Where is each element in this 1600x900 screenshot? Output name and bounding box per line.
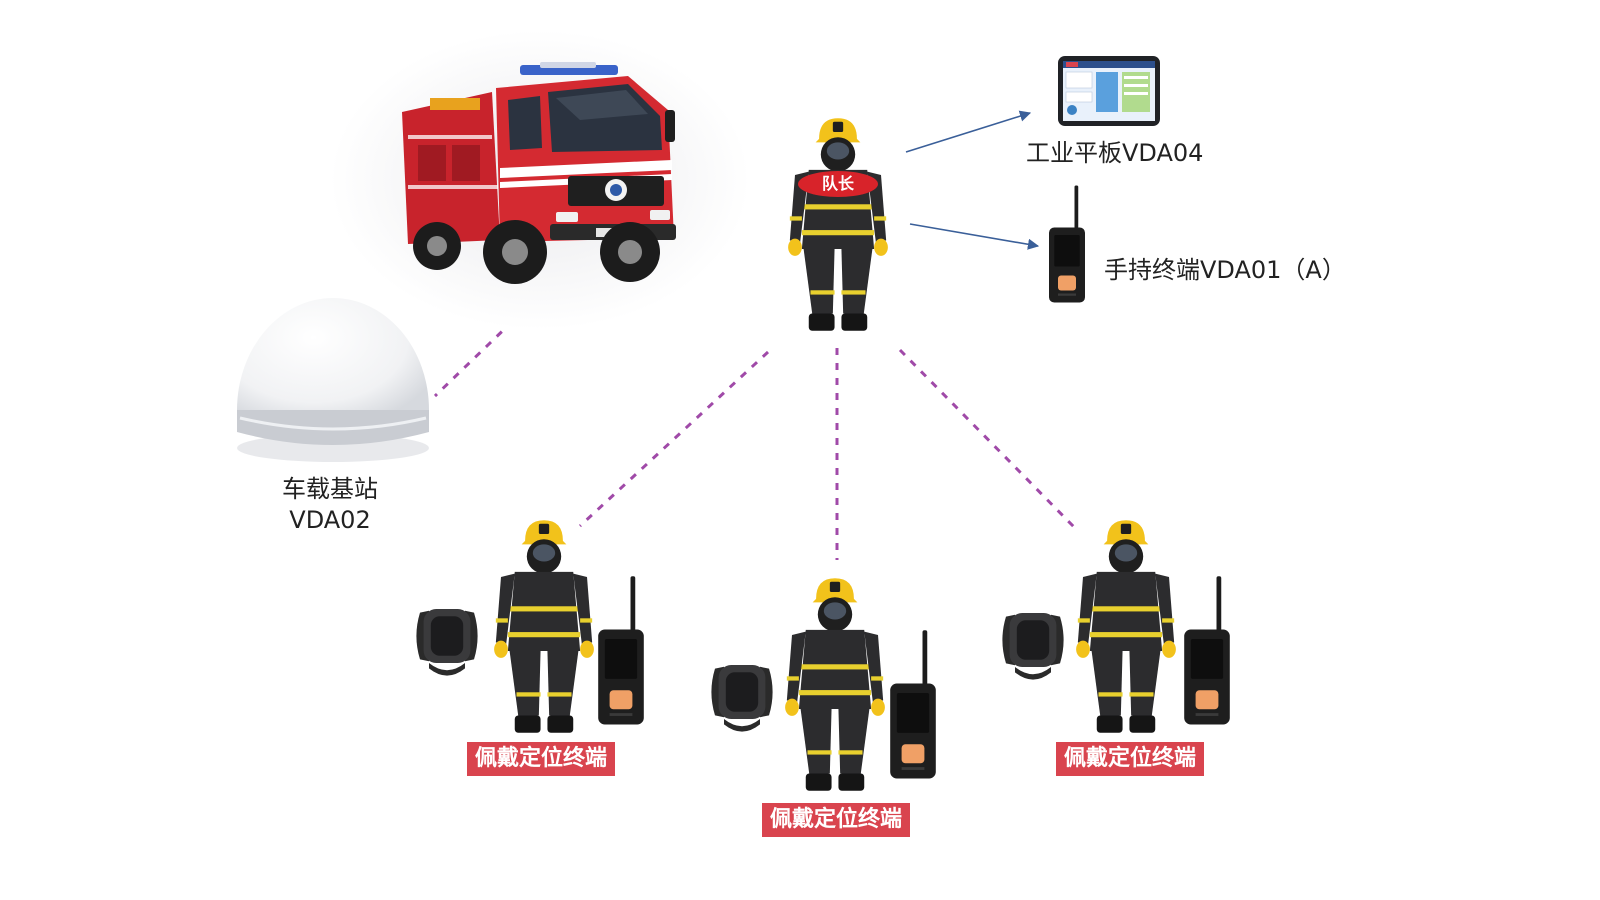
- worker-middle: [711, 578, 936, 791]
- firefighter-icon: [1076, 520, 1176, 733]
- worker-left: [416, 520, 644, 733]
- watch-icon: [416, 609, 478, 676]
- captain-firefighter: [788, 118, 888, 331]
- radio-terminal-icon: [1049, 185, 1085, 303]
- radio-terminal-icon: [1184, 576, 1230, 725]
- radio-terminal-icon: [598, 576, 644, 725]
- wearable-tag-middle: 佩戴定位终端: [762, 803, 911, 837]
- base-station-label: 车载基站 VDA02: [255, 474, 405, 536]
- radio-terminal-icon: [890, 630, 936, 779]
- handheld-label: 手持终端VDA01（A）: [1104, 256, 1346, 284]
- worker-right: [1002, 520, 1230, 733]
- fire-truck-icon: [330, 30, 750, 330]
- link-truck-base: [433, 288, 547, 398]
- connectors: [433, 110, 1077, 560]
- firefighter-icon: [494, 520, 594, 733]
- captain-armband: [798, 171, 878, 197]
- arrow-captain-handheld: [909, 223, 1040, 250]
- link-captain-worker-right: [898, 348, 1077, 530]
- base-station-label-line2: VDA02: [289, 506, 371, 535]
- captain-armband-label: 队长: [821, 174, 854, 193]
- tablet-label: 工业平板VDA04: [1026, 139, 1204, 167]
- firefighter-icon: [785, 578, 885, 791]
- base-station-label-line1: 车载基站: [282, 475, 378, 503]
- tablet-icon: [1058, 56, 1160, 126]
- wearable-tag-left: 佩戴定位终端: [467, 742, 616, 776]
- dome-antenna-icon: [237, 298, 429, 462]
- watch-icon: [1002, 613, 1064, 680]
- link-captain-worker-left: [578, 350, 770, 528]
- watch-icon: [711, 665, 773, 732]
- arrow-captain-tablet: [905, 110, 1032, 153]
- wearable-tag-right: 佩戴定位终端: [1056, 742, 1205, 776]
